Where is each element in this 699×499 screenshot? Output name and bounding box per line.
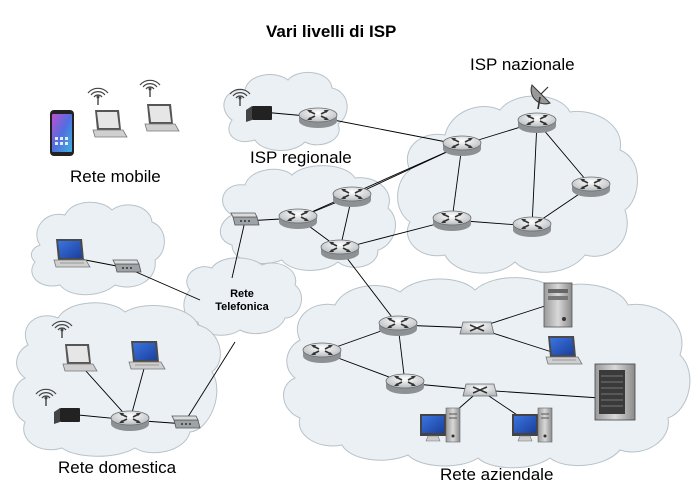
smartphone-icon	[50, 110, 74, 156]
wireless-router-icon	[246, 106, 272, 122]
cloud-rete-domestica-top	[30, 201, 165, 296]
label-rete-telefonica-line2: Telefonica	[215, 301, 269, 313]
router-icon	[298, 107, 338, 129]
modem-icon	[230, 212, 260, 226]
wireless-router-icon	[54, 408, 80, 424]
modem-icon	[171, 415, 201, 429]
laptop-icon	[92, 109, 128, 138]
satellite-dish-icon	[530, 84, 551, 110]
label-rete-telefonica-line1: Rete	[230, 288, 254, 300]
server-icon	[543, 282, 573, 328]
router-icon	[442, 135, 482, 157]
router-icon	[320, 239, 360, 261]
modem-icon	[112, 259, 142, 273]
router-icon	[571, 176, 611, 198]
wifi-icon	[139, 79, 161, 98]
label-rete-mobile: Rete mobile	[70, 167, 161, 186]
router-icon	[302, 342, 342, 364]
server-rack-icon	[594, 363, 636, 421]
wifi-icon	[87, 87, 109, 106]
router-icon	[378, 315, 418, 337]
switch-icon	[462, 383, 498, 397]
label-rete-aziendale: Rete aziendale	[440, 465, 554, 484]
router-icon	[517, 112, 557, 134]
cloud-isp-regionale-top	[223, 71, 348, 151]
router-icon	[385, 373, 425, 395]
label-isp-regionale: ISP regionale	[250, 148, 352, 167]
cloud-rete-domestica	[12, 302, 221, 457]
switch-icon	[459, 321, 495, 335]
laptop-icon	[144, 103, 180, 132]
label-isp-nazionale: ISP nazionale	[470, 55, 575, 74]
diagram-title: Vari livelli di ISP	[266, 22, 397, 41]
label-rete-domestica: Rete domestica	[58, 458, 177, 477]
router-icon	[432, 210, 472, 232]
router-icon	[278, 208, 318, 230]
router-icon	[332, 186, 372, 208]
router-icon	[110, 410, 150, 432]
label-rete-telefonica: Rete Telefonica	[214, 288, 270, 314]
router-icon	[512, 216, 552, 238]
